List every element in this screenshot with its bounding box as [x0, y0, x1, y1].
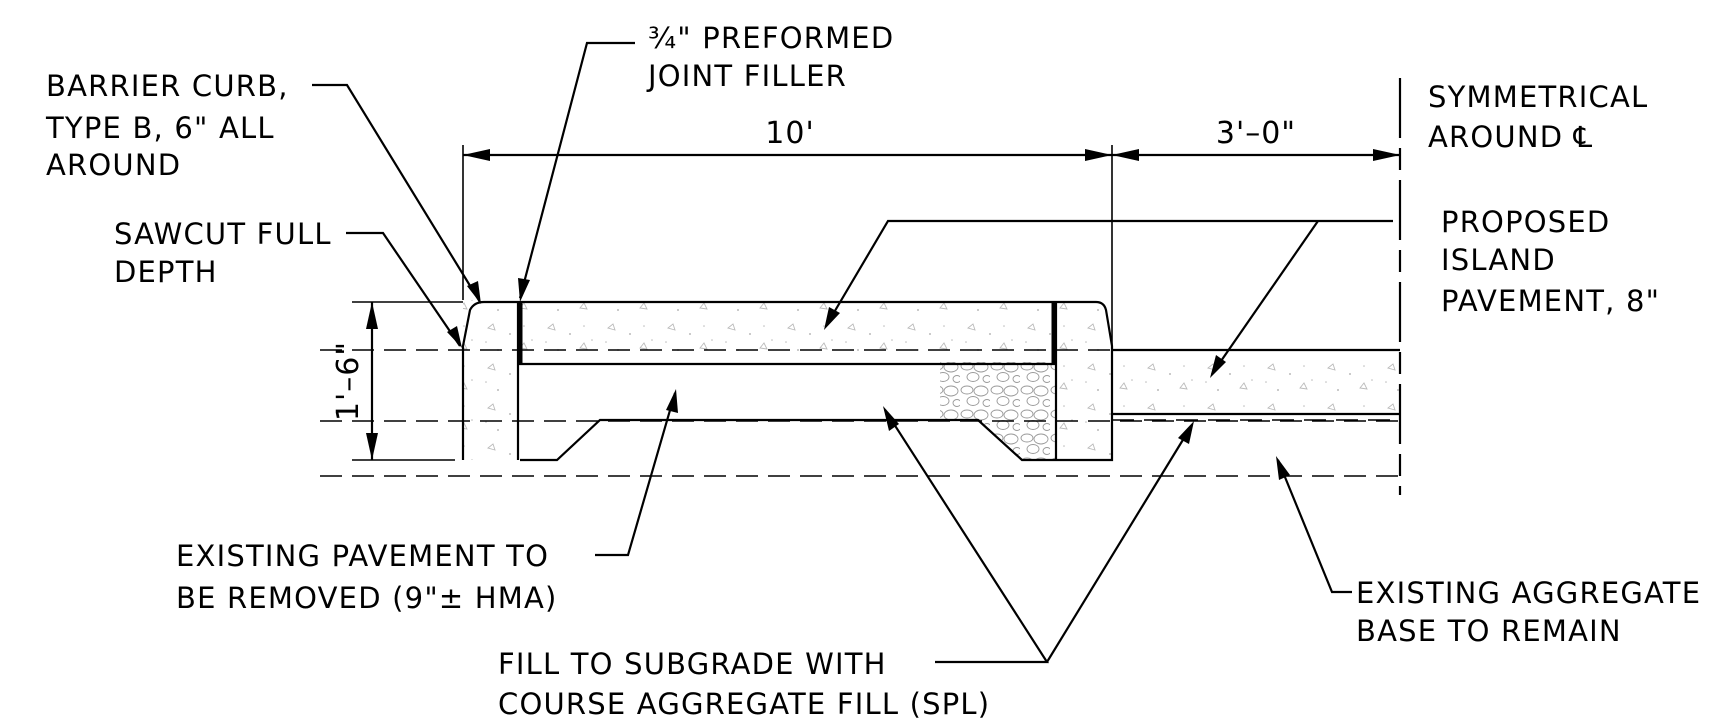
label-sawcut-1: SAWCUT FULL — [114, 217, 332, 251]
leader-proposed-slab — [825, 219, 1393, 327]
dimensions: 10' 3'–0" 1'–6" — [331, 116, 1400, 461]
leader-fill-subgrade-b — [1046, 424, 1193, 663]
leaders — [312, 41, 1393, 664]
label-existing-aggregate-1: EXISTING AGGREGATE — [1356, 576, 1701, 610]
leader-fill-subgrade-arrow-right — [1178, 421, 1194, 444]
annotation-labels: ¾" PREFORMED JOINT FILLER BARRIER CURB, … — [45, 21, 1701, 721]
leader-existing-aggregate-arrow — [1276, 456, 1290, 480]
leader-sawcut — [346, 231, 461, 347]
dim-depth-label: 1'–6" — [331, 341, 366, 421]
leader-existing-pavement-arrow — [666, 389, 678, 413]
leader-existing-pavement — [595, 392, 677, 557]
leader-joint-filler — [518, 41, 635, 299]
leader-proposed-island-arrow — [1210, 355, 1226, 378]
dim-arrow-3ft-left — [1112, 149, 1139, 161]
label-fill-subgrade-2: COURSE AGGREGATE FILL (SPL) — [498, 687, 990, 721]
depth-arrow-top — [366, 302, 378, 329]
leader-barrier-curb-arrow — [467, 281, 481, 304]
label-fill-subgrade-1: FILL TO SUBGRADE WITH — [498, 647, 887, 681]
depth-arrow-bottom — [366, 433, 378, 460]
label-existing-pavement-1: EXISTING PAVEMENT TO — [176, 539, 549, 573]
label-symmetrical-1: SYMMETRICAL — [1428, 80, 1648, 114]
leader-proposed-island — [1211, 220, 1319, 375]
label-sawcut-2: DEPTH — [114, 255, 218, 289]
dim-arrow-left — [463, 149, 490, 161]
leader-barrier-curb — [312, 83, 481, 303]
dim-arrow-3ft-right — [1373, 149, 1400, 161]
leader-existing-aggregate — [1276, 459, 1352, 594]
label-joint-filler-2: JOINT FILLER — [646, 59, 847, 93]
label-joint-filler-1: ¾" PREFORMED — [648, 21, 894, 55]
dim-arrow-10ft-right — [1085, 149, 1112, 161]
label-barrier-curb-2: TYPE B, 6" ALL — [45, 111, 275, 145]
left-curb-outline — [461, 300, 1114, 462]
label-barrier-curb-1: BARRIER CURB, — [46, 69, 289, 103]
island-pavement-fill — [1112, 350, 1400, 412]
curb-left-fill — [463, 300, 518, 460]
label-existing-pavement-2: BE REMOVED (9"± HMA) — [176, 581, 558, 615]
dim-10ft-label: 10' — [765, 116, 814, 151]
dashed-lines — [320, 349, 1400, 477]
aggregate-fill — [940, 362, 1056, 460]
slab-fill — [520, 302, 1058, 362]
dim-3ft-label: 3'–0" — [1216, 116, 1296, 151]
hatch-fills — [463, 300, 1400, 460]
curb-right-fill — [1058, 302, 1111, 460]
label-proposed-island-3: PAVEMENT, 8" — [1441, 284, 1660, 318]
section-outline — [461, 78, 1402, 495]
leader-sawcut-arrow — [447, 326, 462, 348]
label-symmetrical-2: AROUND ℄ — [1428, 120, 1594, 154]
label-existing-aggregate-2: BASE TO REMAIN — [1356, 614, 1622, 648]
label-barrier-curb-3: AROUND — [46, 148, 181, 182]
label-proposed-island-2: ISLAND — [1441, 243, 1556, 277]
leader-proposed-slab-arrow — [824, 307, 840, 330]
leader-joint-filler-arrow — [518, 278, 530, 302]
leader-fill-subgrade-arrow-left — [883, 406, 899, 431]
label-proposed-island-1: PROPOSED — [1441, 205, 1610, 239]
